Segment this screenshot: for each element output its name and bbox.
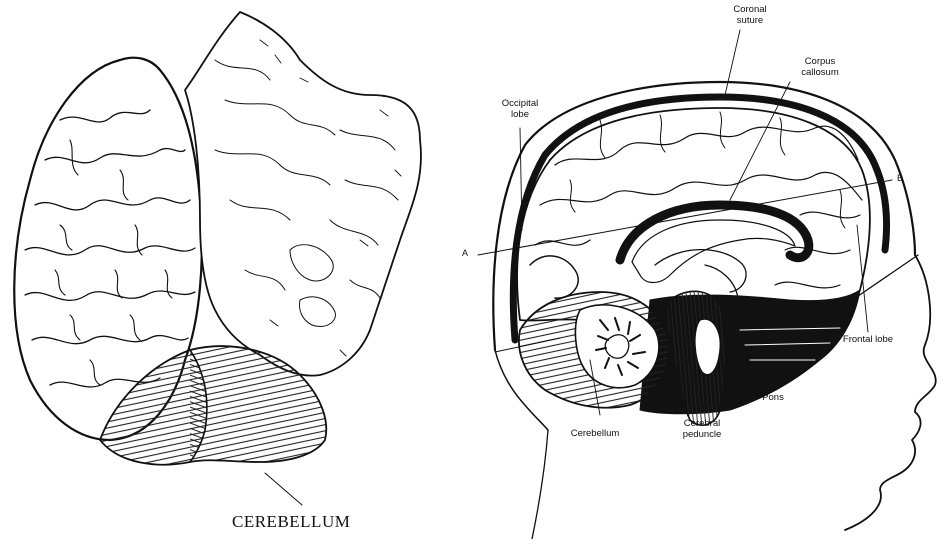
label-coronal-suture: Coronal suture [720,4,780,26]
label-pons: Pons [758,392,788,403]
label-occipital-lobe-line2: lobe [490,109,550,120]
label-cerebral-peduncle: Cerebral peduncle [672,418,732,440]
label-cerebral-peduncle-line1: Cerebral [672,418,732,429]
label-cerebellum: Cerebellum [560,428,630,439]
left-brain-drawing [14,12,421,505]
label-occipital-lobe: Occipital lobe [490,98,550,120]
label-frontal-lobe: Frontal lobe [833,334,903,345]
label-coronal-suture-line2: suture [720,15,780,26]
brainstem-mass [185,12,421,376]
label-occipital-lobe-line1: Occipital [490,98,550,109]
cerebellum-pointer-line [265,473,302,505]
section-label-b: B [897,173,903,183]
label-coronal-suture-line1: Coronal [720,4,780,15]
cerebellum-caption: CEREBELLUM [232,512,350,532]
label-corpus-callosum: Corpus callosum [790,56,850,78]
label-corpus-callosum-line1: Corpus [790,56,850,67]
label-cerebral-peduncle-line2: peduncle [672,429,732,440]
label-corpus-callosum-line2: callosum [790,67,850,78]
section-label-a: A [462,248,468,258]
